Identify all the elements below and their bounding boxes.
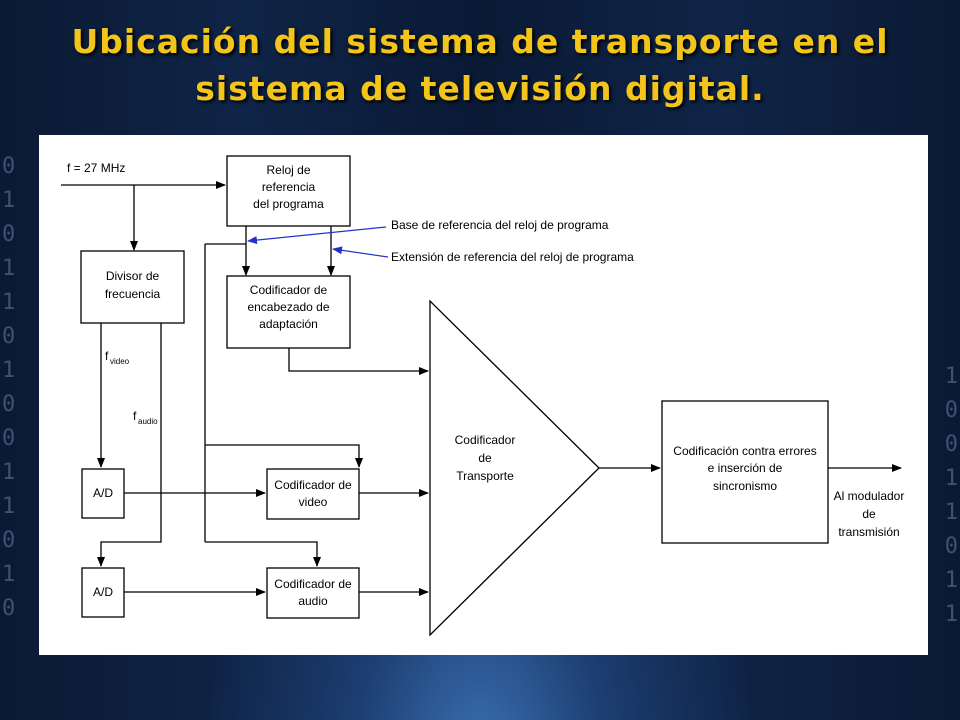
- error-coding-label-3: sincronismo: [713, 479, 777, 493]
- f-audio-line: [97, 323, 162, 567]
- freq-divider-label-1: Divisor de: [106, 269, 160, 283]
- transport-system-diagram: f = 27 MHz Reloj de referencia del progr…: [61, 155, 905, 637]
- f-video-label-sub: video: [110, 357, 130, 366]
- pcr-base-annotation: Base de referencia del reloj de programa: [391, 218, 609, 232]
- audio-encoder-box: [266, 567, 360, 619]
- output-label-1: Al modulador: [834, 489, 905, 503]
- ad-video-label: A/D: [93, 486, 113, 500]
- transport-encoder-label-2: de: [478, 451, 492, 465]
- audio-encoder-label-2: audio: [298, 594, 328, 608]
- video-encoder-label-2: video: [299, 495, 328, 509]
- adaptation-to-transport-line: [288, 348, 429, 375]
- error-coding-label-1: Codificación contra errores: [673, 444, 816, 458]
- pcr-clock-box: [226, 155, 351, 227]
- adaptation-encoder-label-3: adaptación: [259, 317, 318, 331]
- ad-audio-label: A/D: [93, 585, 113, 599]
- output-label-3: transmisión: [838, 525, 899, 539]
- f-video-label-main: f: [105, 349, 109, 363]
- background-digits-left: 0 1 0 1 1 0 1 0 0 1 1 0 1 0: [2, 154, 16, 621]
- pcr-clock-label-2: referencia: [262, 180, 316, 194]
- freq-divider-box: [80, 250, 185, 324]
- pcr-base-annotation-arrow: [247, 226, 387, 245]
- adaptation-encoder-label-1: Codificador de: [250, 283, 328, 297]
- f-audio-label-sub: audio: [138, 417, 158, 426]
- background-digits-right: 1 0 0 1 1 0 1 1: [944, 364, 958, 627]
- pcr-clock-label-1: Reloj de: [266, 163, 310, 177]
- pcr-extension-annotation: Extensión de referencia del reloj de pro…: [391, 250, 634, 264]
- slide-title-line-2: sistema de televisión digital.: [195, 69, 765, 108]
- input-label: f = 27 MHz: [67, 161, 125, 175]
- pcr-clock-label-3: del programa: [253, 197, 324, 211]
- output-label-2: de: [862, 507, 876, 521]
- video-encoder-label-1: Codificador de: [274, 478, 352, 492]
- slide-title: Ubicación del sistema de transporte en e…: [0, 18, 960, 112]
- clock-to-audio-encoder-line: [205, 541, 321, 567]
- f-audio-label-main: f: [133, 409, 137, 423]
- clock-to-video-encoder-line: [205, 444, 363, 468]
- diagram-panel: f = 27 MHz Reloj de referencia del progr…: [39, 135, 928, 655]
- transport-encoder-triangle: [429, 299, 600, 637]
- adaptation-encoder-label-2: encabezado de: [247, 300, 329, 314]
- audio-encoder-label-1: Codificador de: [274, 577, 352, 591]
- error-coding-label-2: e inserción de: [708, 461, 783, 475]
- transport-encoder-label-3: Transporte: [456, 469, 514, 483]
- error-coding-box: [661, 400, 829, 544]
- video-encoder-box: [266, 468, 360, 520]
- transport-encoder-label-1: Codificador: [455, 433, 516, 447]
- slide-title-line-1: Ubicación del sistema de transporte en e…: [71, 22, 889, 61]
- pcr-extension-annotation-arrow: [332, 246, 389, 258]
- freq-divider-label-2: frecuencia: [105, 287, 161, 301]
